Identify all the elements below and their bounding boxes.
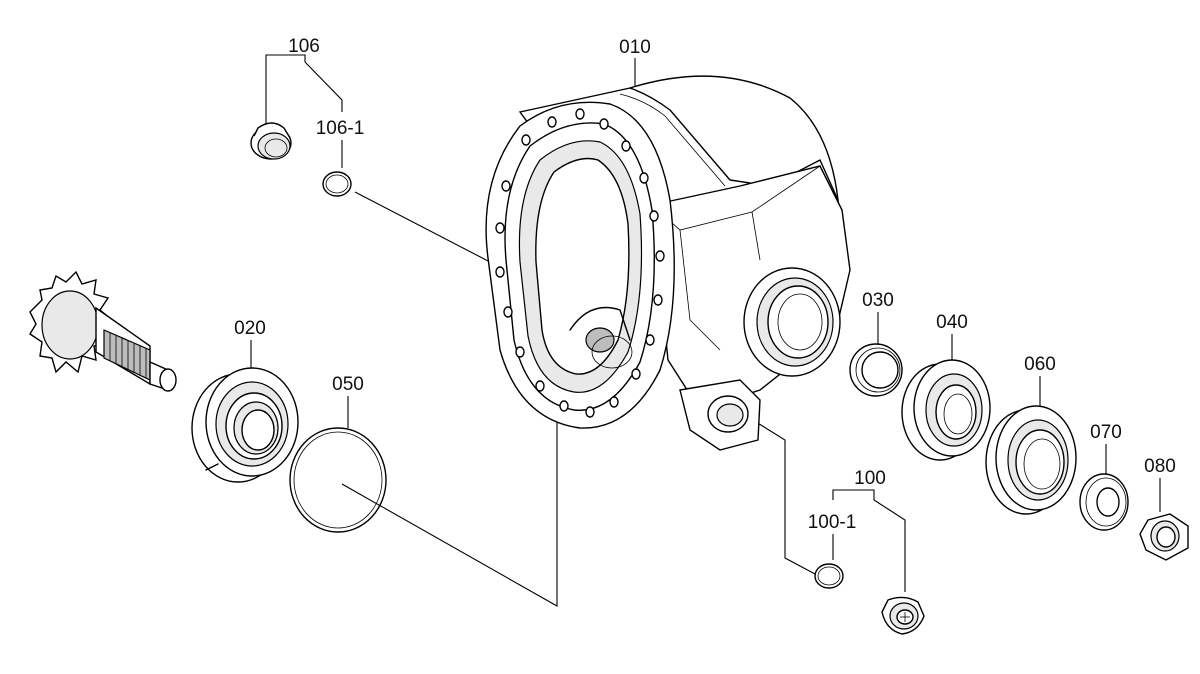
part-020-taper-roller-bearing [191, 367, 299, 483]
part-030-ring [849, 343, 903, 397]
part-106-1-o-ring [322, 171, 352, 197]
label-080: 080 [1144, 456, 1176, 477]
part-070-washer [1079, 473, 1129, 531]
part-080-hex-nut [1139, 513, 1189, 561]
part-labels: 106 106-1 010 020 050 030 040 060 070 08… [234, 36, 1176, 533]
part-100-screw-plug [881, 596, 925, 635]
label-010: 010 [619, 37, 651, 58]
label-100: 100 [854, 468, 886, 489]
leader-106-split [304, 61, 343, 112]
part-100-1-o-ring [814, 563, 844, 589]
label-100-1: 100-1 [808, 512, 857, 533]
label-060: 060 [1024, 354, 1056, 375]
part-010-housing [485, 75, 851, 451]
label-030: 030 [862, 290, 894, 311]
label-106: 106 [288, 36, 320, 57]
label-070: 070 [1090, 422, 1122, 443]
leader-106 [265, 54, 306, 128]
label-106-1: 106-1 [316, 118, 365, 139]
label-040: 040 [936, 312, 968, 333]
leader-100 [832, 489, 875, 500]
leader-100-split [873, 499, 906, 592]
part-060-shaft-seal [985, 405, 1077, 515]
spline-lines [109, 333, 147, 378]
part-040-bearing [901, 359, 991, 461]
leader-port-to-plug [739, 411, 816, 575]
label-050: 050 [332, 374, 364, 395]
label-020: 020 [234, 318, 266, 339]
part-106-screw-plug [250, 122, 292, 160]
flange-bolt-holes [495, 108, 665, 418]
pinion-shaft [29, 270, 177, 392]
part-050-o-ring [289, 427, 387, 533]
leader-oring-to-housing [354, 191, 491, 263]
